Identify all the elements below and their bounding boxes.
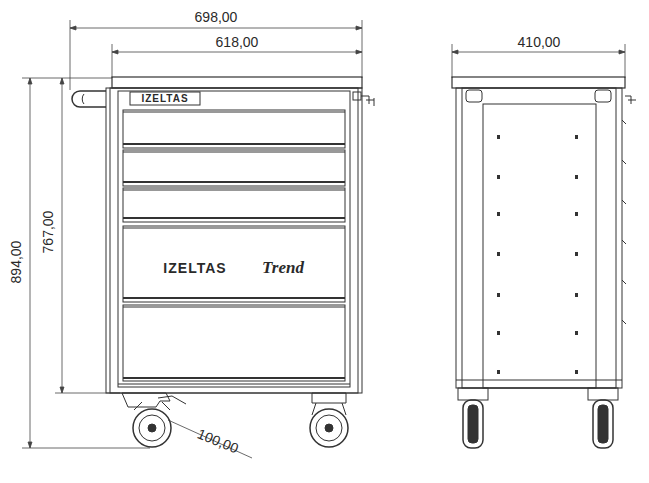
dimension-value: 894,00	[9, 241, 23, 284]
dimension-value: 618,00	[216, 35, 259, 49]
dimension-value: 410,00	[518, 35, 561, 49]
front-view	[72, 77, 374, 447]
side-view	[452, 77, 636, 448]
dimension-value: 698,00	[195, 10, 238, 24]
brand-logo: IZELTAS	[163, 261, 226, 275]
brand-logo: IZELTAS	[141, 94, 188, 104]
dimension-value: 767,00	[41, 211, 55, 254]
product-name: Trend	[262, 259, 304, 276]
dimension-lines	[22, 20, 625, 458]
dimension-value: 100,00	[196, 426, 241, 455]
